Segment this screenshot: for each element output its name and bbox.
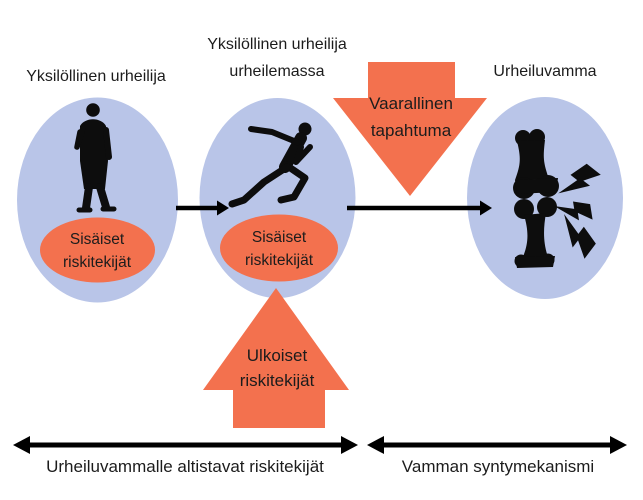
stage1-title-line: Yksilöllinen urheilija [26,68,166,85]
injured-joint-icon [513,129,601,268]
stage2-title-line2: urheilemassa [229,63,325,80]
internal-risk-label-2-line2: riskitekijät [244,252,314,269]
stage3-title: Urheiluvamma [493,58,596,85]
internal-risk-label-1-line1: Sisäiset [69,231,125,248]
standing-athlete-icon [74,103,117,213]
external-risk-arrow [203,288,349,428]
internal-risk-ellipse-1 [40,217,155,283]
external-risk-label-line2: riskitekijät [239,371,315,390]
danger-event-label-line1: Vaarallinen [369,94,453,113]
internal-risk-ellipse-2 [220,214,338,282]
stage2-title-line1: Yksilöllinen urheilija [207,36,347,53]
risk-span-label: Urheiluvammalle altistavat riskitekijät [46,457,324,476]
mechanism-span-arrow [367,436,627,454]
stage2-title: Yksilöllinen urheilija urheilemassa [207,31,347,85]
internal-risk-label-1: Sisäiset riskitekijät [63,228,131,274]
flow-arrow-1 [176,200,229,216]
mechanism-span-label: Vamman syntymekanismi [401,457,595,476]
external-risk-label-line1: Ulkoiset [246,346,308,365]
internal-risk-label-2: Sisäiset riskitekijät [245,226,313,272]
stage3-title-line: Urheiluvamma [493,63,597,80]
internal-risk-label-1-line2: riskitekijät [62,254,132,271]
risk-span-arrow [13,436,358,454]
stage1-title: Yksilöllinen urheilija [26,63,166,90]
internal-risk-label-2-line1: Sisäiset [251,229,307,246]
danger-event-label-line2: tapahtuma [370,121,452,140]
danger-event-arrow [333,62,487,196]
external-risk-label: Ulkoiset riskitekijät [240,343,315,393]
danger-event-label: Vaarallinen tapahtuma [369,90,453,144]
running-athlete-icon [228,122,313,208]
flow-arrow-2 [347,200,492,216]
